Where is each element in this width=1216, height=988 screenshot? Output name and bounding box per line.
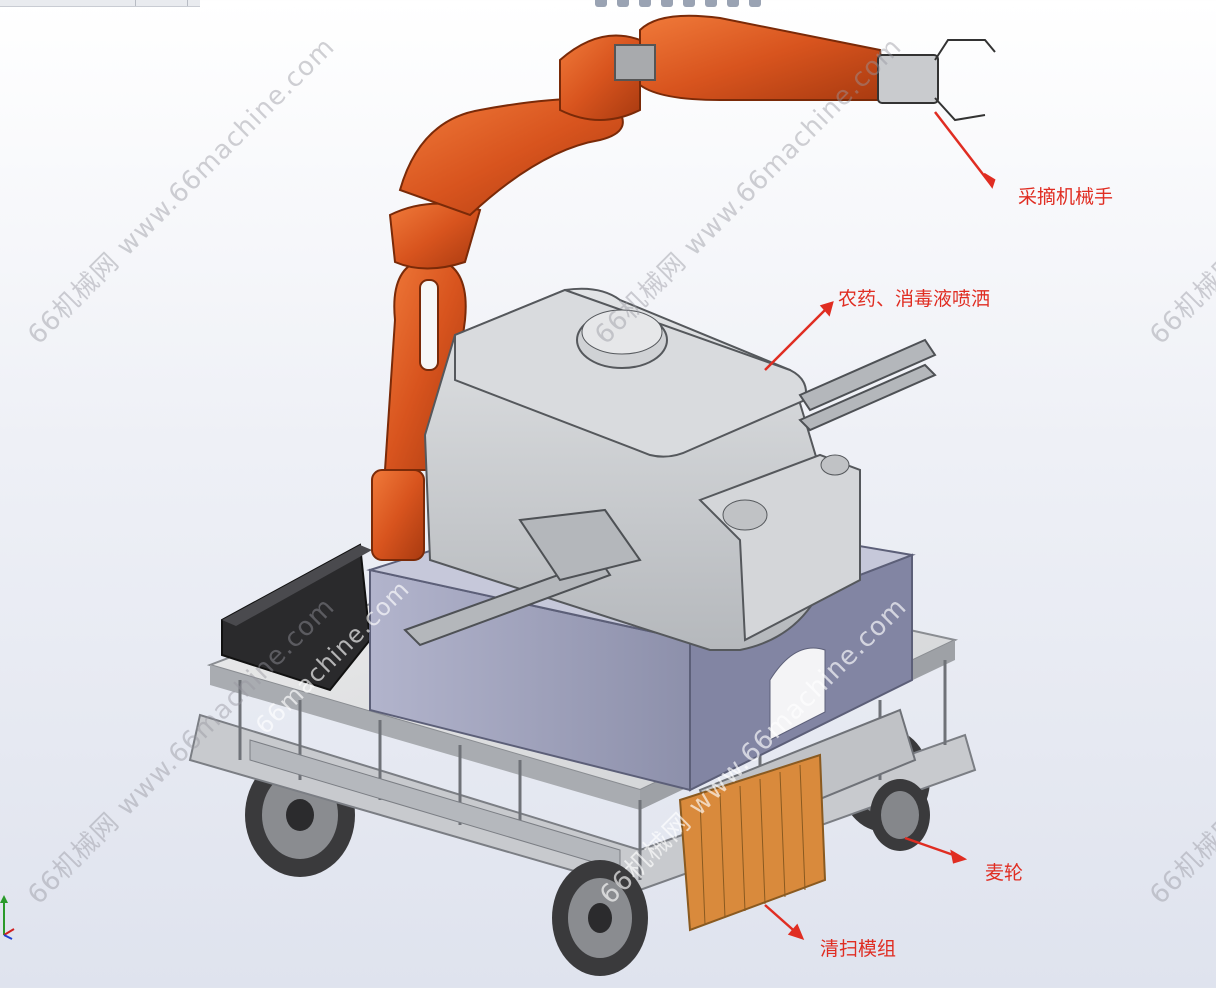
callout-arrows [764,111,996,941]
heads-up-toolbar[interactable] [595,0,761,8]
callout-sweeper: 清扫模组 [820,938,897,960]
display-style-icon[interactable] [661,0,673,7]
scene-icon[interactable] [727,0,739,7]
hide-show-icon[interactable] [683,0,695,7]
appearance-icon[interactable] [705,0,717,7]
picking-gripper [877,39,996,122]
callout-sprayer: 农药、消毒液喷洒 [838,288,991,310]
callout-picking-arm: 采摘机械手 [1018,186,1114,208]
sweeper-module [678,753,827,932]
top-toolbar-strip [0,0,200,7]
spray-tank [423,287,861,651]
spray-nozzle-right [798,338,937,432]
mecanum-wheel-front-left [552,860,648,976]
section-view-icon[interactable] [639,0,651,7]
monitor-icon[interactable] [749,0,761,7]
callout-wheel: 麦轮 [985,862,1024,884]
mecanum-wheel-front-right [870,779,930,851]
zoom-icon[interactable] [595,0,607,7]
spray-nozzle-left [403,508,642,647]
battery-pack [221,543,372,692]
view-orientation-icon[interactable] [617,0,629,7]
view-triad-icon [0,895,15,940]
